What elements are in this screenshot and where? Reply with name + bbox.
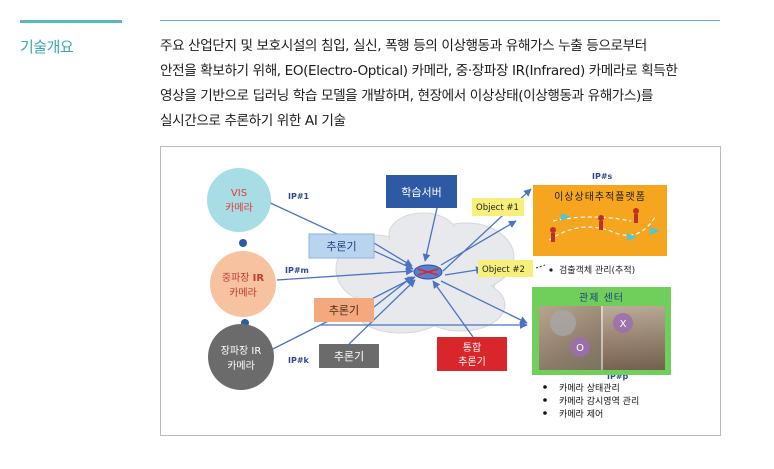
vis-camera-node: VIS 카메라 xyxy=(207,168,271,232)
description-line: 주요 산업단지 및 보호시설의 침입, 실신, 폭행 등의 이상행동과 유해가스… xyxy=(160,38,647,54)
ip-label-s: IP#s xyxy=(592,172,613,181)
system-diagram-svg: VIS 카메라 중파장 IR 카메라 장파장 IR 카메라 IP#1 IP#m … xyxy=(207,168,671,420)
integrated-inference-line1: 통합 xyxy=(463,342,481,354)
lwir-camera-line1: 장파장 IR xyxy=(221,345,262,357)
control-item: 카메라 제어 xyxy=(559,409,603,420)
inference-box-3: 추론기 xyxy=(319,344,379,368)
description-text: 주요 산업단지 및 보호시설의 침입, 실신, 폭행 등의 이상행동과 유해가스… xyxy=(160,34,725,134)
object-1-label: Object #1 xyxy=(476,203,519,213)
object-1-label-box: Object #1 xyxy=(472,198,524,216)
section-rule-left xyxy=(20,20,122,23)
inference-box-3-label: 추론기 xyxy=(334,350,364,363)
learning-server-label: 학습서버 xyxy=(401,186,441,199)
node-dot xyxy=(239,239,247,247)
control-items-list: 카메라 상태관리 카메라 감시영역 관리 카메라 제어 xyxy=(543,383,639,420)
control-center-title: 관제 센터 xyxy=(579,292,624,304)
vis-camera-line2: 카메라 xyxy=(225,202,253,214)
ip-label-k: IP#k xyxy=(288,356,310,365)
detected-object-management: 검출객체 관리(추적) xyxy=(559,264,635,276)
mwir-camera-line1a: 중파장 xyxy=(222,272,253,284)
inference-box-2-label: 추론기 xyxy=(329,304,359,317)
inference-box-1-label: 추론기 xyxy=(326,240,356,253)
learning-server-box: 학습서버 xyxy=(386,175,457,208)
ip-label-p: IP#p xyxy=(607,372,629,381)
flag-icon xyxy=(561,213,660,241)
network-router-icon xyxy=(413,264,443,280)
mwir-camera-line2: 카메라 xyxy=(229,287,257,299)
control-item: 카메라 감시영역 관리 xyxy=(559,395,639,407)
mwir-camera-node: 중파장 IR 카메라 xyxy=(210,251,276,317)
lwir-camera-line2: 카메라 xyxy=(227,360,255,372)
svg-text:중파장 IR: 중파장 IR xyxy=(222,272,265,284)
control-item: 카메라 상태관리 xyxy=(559,383,620,394)
control-center-mark-x: X xyxy=(620,319,627,330)
mwir-camera-line1b: IR xyxy=(253,273,265,284)
inference-box-2: 추론기 xyxy=(314,298,374,322)
integrated-inference-box: 통합 추론기 xyxy=(437,337,507,371)
description-line: 실시간으로 추론하기 위한 AI 기술 xyxy=(160,113,346,129)
object-2-label: Object #2 xyxy=(482,265,525,275)
control-center-mark-o: O xyxy=(576,343,584,354)
ip-label-m: IP#m xyxy=(285,266,309,275)
control-center-box: 관제 센터 X O xyxy=(532,287,671,375)
system-diagram: VIS 카메라 중파장 IR 카메라 장파장 IR 카메라 IP#1 IP#m … xyxy=(160,146,721,436)
inference-box-1: 추론기 xyxy=(308,233,375,259)
ip-label-1: IP#1 xyxy=(288,192,310,201)
tracking-platform-box: 이상상태추적플랫폼 xyxy=(533,185,667,256)
tracking-platform-title: 이상상태추적플랫폼 xyxy=(554,191,646,203)
section-rule-right xyxy=(160,20,720,21)
vis-camera-line1: VIS xyxy=(231,188,247,199)
object-2-label-box: Object #2 xyxy=(478,260,533,277)
person-icon xyxy=(550,208,639,242)
lwir-camera-node: 장파장 IR 카메라 xyxy=(208,324,274,390)
section-label: 기술개요 xyxy=(20,38,74,56)
integrated-inference-line2: 추론기 xyxy=(458,356,486,368)
description-line: 영상을 기반으로 딥러닝 학습 모델을 개발하며, 현장에서 이상상태(이상행동… xyxy=(160,88,654,104)
description-line: 안전을 확보하기 위해, EO(Electro-Optical) 카메라, 중·… xyxy=(160,63,678,79)
